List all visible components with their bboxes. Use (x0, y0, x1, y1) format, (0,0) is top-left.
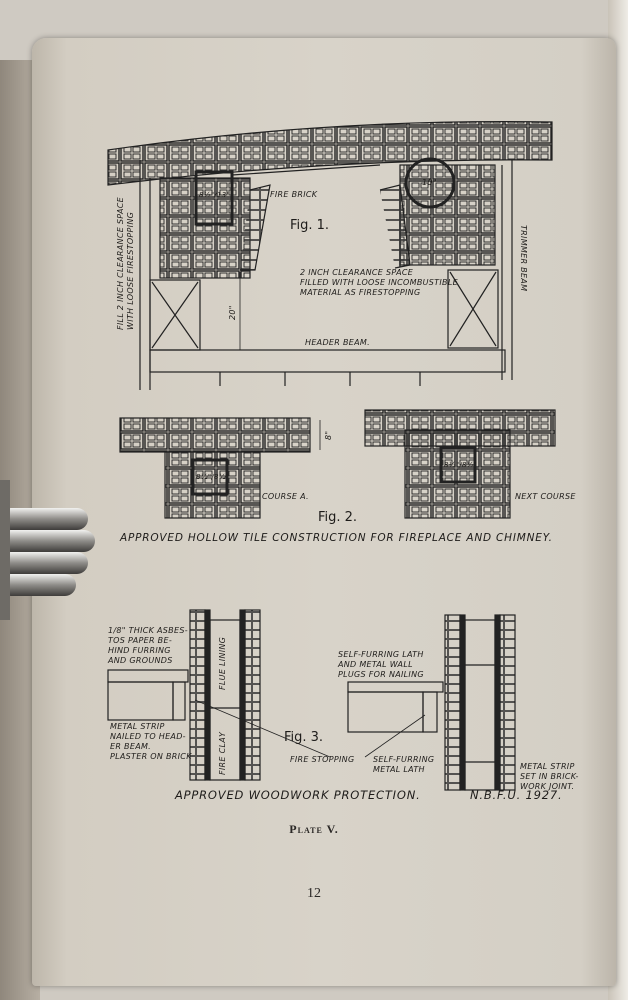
course-a-label: Course A. (262, 492, 309, 501)
nbfu-credit: N.B.F.U. 1927. (470, 788, 563, 802)
square-flue-size: 8½"/13" (199, 191, 231, 199)
round-flue-size: 10" (422, 178, 437, 187)
fig3-caption: Approved Woodwork Protection. (175, 788, 421, 802)
fig2-drawing (119, 409, 556, 519)
flue-size-a: 8½"/8½" (196, 473, 230, 481)
fig2-label: Fig. 2. (318, 510, 358, 525)
clearance-note: 2 inch Clearance Space filled with Loose… (300, 268, 458, 297)
dimension-8: 8" (324, 430, 333, 440)
lath-note: Self-furring Lath and Metal Wall Plugs f… (338, 650, 424, 679)
next-course-label: Next Course (515, 492, 576, 501)
metal-clamp (0, 480, 95, 620)
fig3-label: Fig. 3. (284, 730, 324, 745)
metal-strip-left-note: Metal Strip nailed to Head- er Beam. Pla… (110, 722, 192, 761)
fig2-caption: Approved Hollow Tile Construction for Fi… (120, 532, 553, 544)
fig1-drawing (107, 120, 553, 390)
metal-strip-right-note: Metal Strip Set in Brick- work Joint. (520, 762, 579, 791)
asbestos-note: 1/8" Thick Asbes- tos Paper be- hind Fur… (108, 626, 188, 665)
fig3-drawing (107, 609, 516, 791)
fire-clay-label: Fire Clay (218, 731, 227, 775)
page-number: 12 (307, 886, 321, 901)
fire-brick-label: Fire Brick (270, 190, 318, 199)
flue-size-b: 8½"/8½" (444, 461, 478, 469)
fig1-label: Fig. 1. (290, 218, 330, 233)
header-beam-label: Header Beam. (305, 338, 370, 347)
plate-label: Plate V. (289, 822, 339, 836)
trimmer-beam-label: Trimmer Beam (519, 225, 528, 292)
firestopping-label: Fire stopping (290, 755, 355, 764)
flue-lining-label: Flue Lining (218, 636, 227, 690)
book-page (32, 38, 616, 986)
dimension-20: 20" (228, 305, 237, 320)
metal-lath-note: Self-furring Metal Lath (373, 755, 435, 774)
fill-clearance-note: Fill 2 inch Clearance Space with Loose F… (116, 196, 135, 330)
